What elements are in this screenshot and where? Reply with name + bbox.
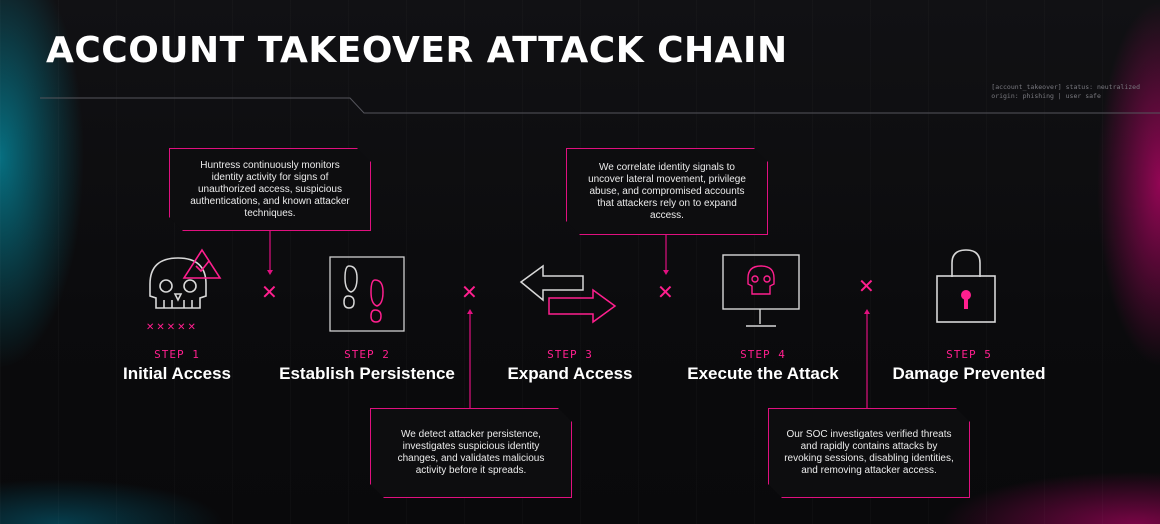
status-readout: [account_takeover] status: neutralized o… (991, 83, 1140, 101)
padlock-icon (934, 247, 998, 330)
x-mark: ✕ (461, 282, 478, 304)
x-mark: ✕ (657, 282, 674, 304)
title-underline (40, 97, 1160, 114)
step-1-name: Initial Access (122, 364, 232, 383)
monitor-skull-icon (722, 254, 802, 335)
step-5-number: STEP 5 (946, 348, 992, 361)
page-title: ACCOUNT TAKEOVER ATTACK CHAIN (46, 30, 788, 71)
callout-correlate: We correlate identity signals to uncover… (566, 148, 768, 235)
skull-warning-icon: ✕✕✕✕✕ (140, 248, 230, 345)
status-line-1: [account_takeover] status: neutralized (991, 83, 1140, 91)
callout-soc: Our SOC investigates verified threats an… (768, 408, 970, 498)
x-mark: ✕ (261, 282, 278, 304)
step-4-name: Execute the Attack (687, 364, 839, 383)
skull-x-marks: ✕✕✕✕✕ (146, 322, 198, 333)
footprints-icon (329, 256, 405, 337)
x-mark: ✕ (858, 276, 875, 298)
callout-detect: We detect attacker persistence, investig… (370, 408, 572, 498)
status-line-2: origin: phishing | user safe (991, 92, 1101, 100)
step-2-name: Establish Persistence (279, 364, 455, 383)
step-3-number: STEP 3 (547, 348, 593, 361)
arrows-exchange-icon (519, 264, 619, 331)
step-3-name: Expand Access (507, 364, 633, 383)
step-1-number: STEP 1 (154, 348, 200, 361)
step-4-number: STEP 4 (740, 348, 786, 361)
callout-monitor: Huntress continuously monitors identity … (169, 148, 371, 231)
step-5-name: Damage Prevented (892, 364, 1046, 383)
step-2-number: STEP 2 (344, 348, 390, 361)
